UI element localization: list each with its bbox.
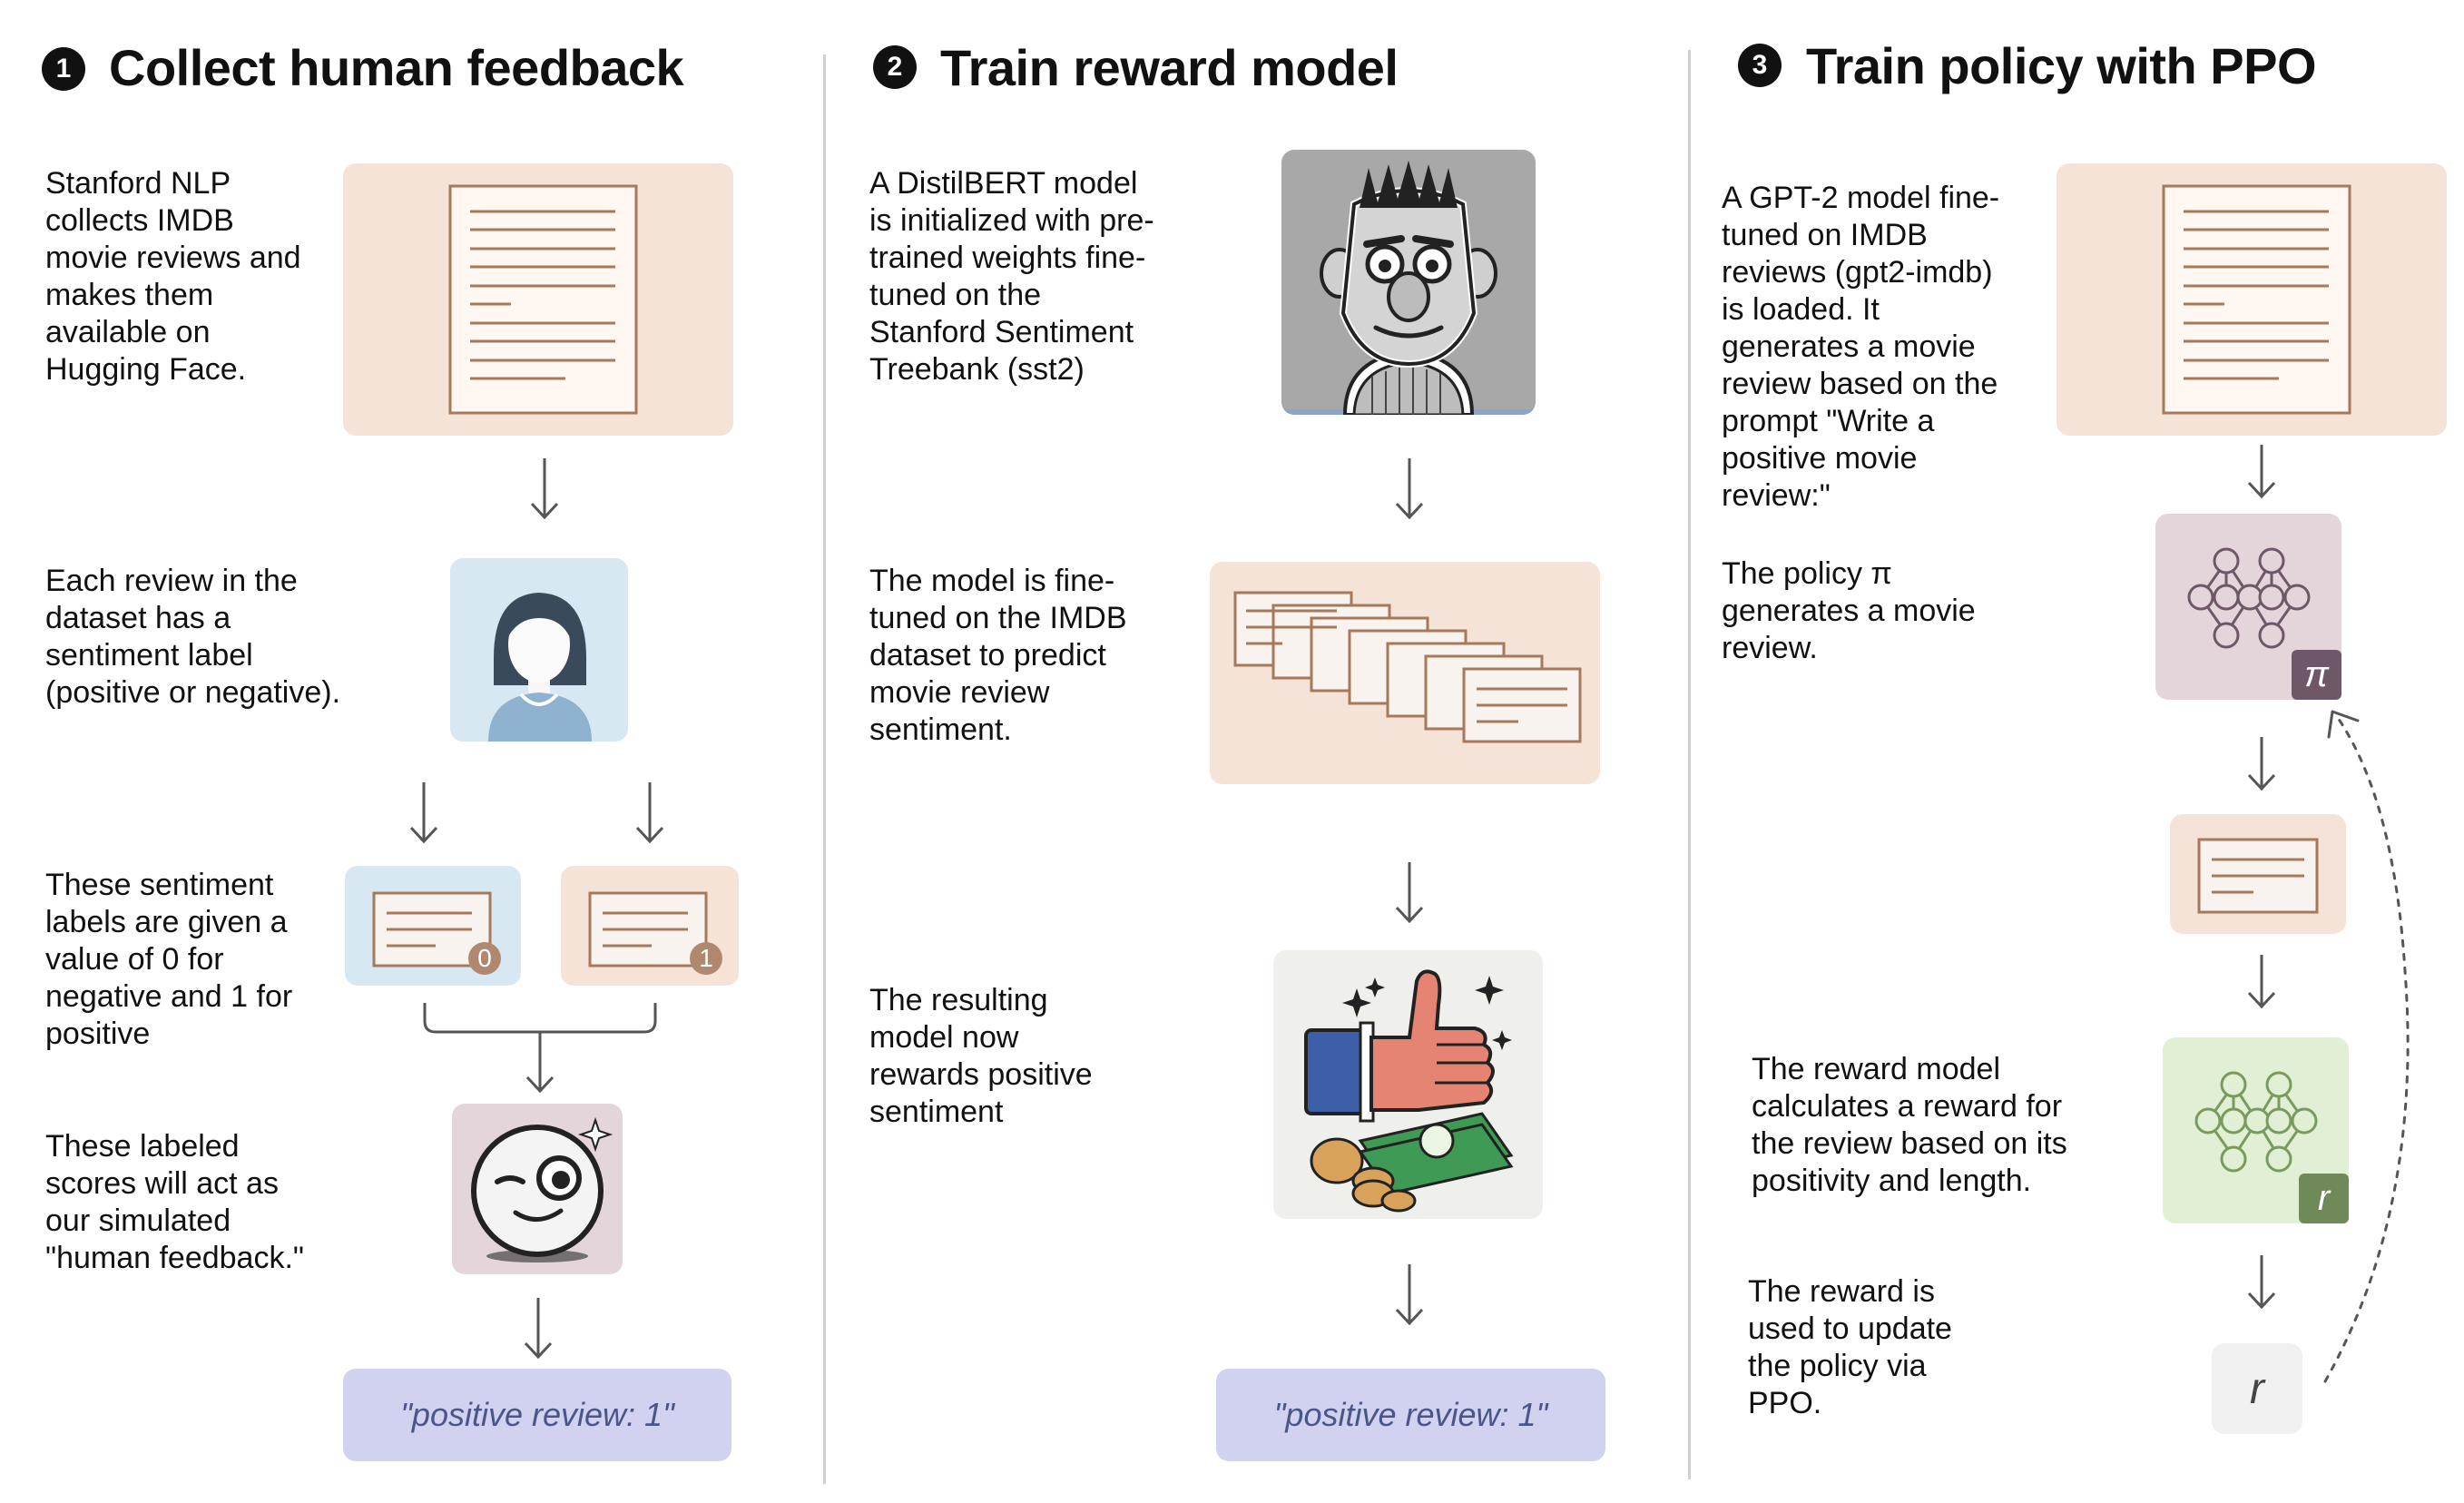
cartoon-character-icon (1281, 161, 1536, 415)
reward-output-symbol: r (2250, 1364, 2264, 1413)
step-number-badge: 3 (1738, 44, 1782, 87)
winking-face-icon (471, 1116, 614, 1262)
generated-review-card (2170, 814, 2346, 934)
down-arrow-icon (635, 782, 664, 844)
down-arrow-icon (524, 1298, 553, 1360)
policy-network-card: π (2155, 514, 2341, 700)
column-divider-2 (1688, 50, 1691, 1479)
output-label-text: "positive review: 1" (400, 1396, 674, 1433)
step-number-badge: 2 (873, 45, 917, 89)
step-description: The reward model calculates a reward for… (1752, 1052, 2067, 1198)
down-arrow-icon (2247, 955, 2276, 1009)
reward-illustration-card (1273, 950, 1543, 1219)
label-value-badge: 0 (477, 944, 492, 972)
thumbs-up-money-icon (1304, 969, 1514, 1213)
step-description: The model is fine-tuned on the IMDB data… (869, 564, 1127, 747)
reward-network-card: r (2163, 1037, 2349, 1223)
reward-symbol: r (2317, 1178, 2331, 1218)
document-icon (2162, 184, 2351, 415)
down-arrow-icon (2247, 737, 2276, 791)
merge-arrow-icon (423, 1003, 657, 1094)
annotator-person-card (450, 558, 628, 742)
down-arrow-icon (409, 782, 438, 844)
reward-output-card: r (2212, 1343, 2302, 1434)
output-label-pill: "positive review: 1" (1216, 1369, 1605, 1461)
column-title: Train reward model (940, 39, 1399, 96)
down-arrow-icon (1395, 862, 1424, 924)
step-description: A GPT-2 model fine-tuned on IMDB reviews… (1722, 181, 2000, 513)
positive-label-card: 1 (561, 866, 739, 986)
step-description: These labeled scores will act as our sim… (45, 1129, 304, 1275)
step-description: These sentiment labels are given a value… (45, 868, 293, 1051)
down-arrow-icon (1395, 458, 1424, 520)
output-label-text: "positive review: 1" (1273, 1396, 1548, 1433)
label-document-icon (372, 891, 501, 975)
column-title: Collect human feedback (109, 39, 684, 96)
policy-symbol: π (2304, 654, 2329, 694)
label-value-badge: 1 (699, 944, 713, 972)
step-description: A DistilBERT model is initialized with p… (869, 166, 1154, 387)
output-label-pill: "positive review: 1" (343, 1369, 731, 1461)
step-description: The policy π generates a movie review. (1722, 556, 1976, 665)
down-arrow-icon (2247, 1255, 2276, 1310)
document-icon (448, 184, 638, 415)
review-document-icon (2197, 838, 2319, 914)
down-arrow-icon (530, 458, 559, 520)
step-description: Each review in the dataset has a sentime… (45, 564, 341, 710)
neural-network-icon (2187, 547, 2341, 700)
step-description: The resulting model now rewards positive… (869, 983, 1093, 1129)
gpt2-document-card (2057, 163, 2447, 436)
neural-network-icon (2194, 1071, 2349, 1223)
person-icon (488, 593, 592, 742)
winking-face-card (452, 1104, 623, 1274)
label-document-icon (588, 891, 722, 975)
distilbert-character-card (1281, 150, 1536, 415)
step-description: Stanford NLP collects IMDB movie reviews… (45, 166, 301, 387)
down-arrow-icon (2247, 445, 2276, 499)
negative-label-card: 0 (345, 866, 521, 986)
imdb-dataset-card (1210, 562, 1600, 784)
dataset-document-card (343, 163, 733, 436)
down-arrow-icon (1395, 1264, 1424, 1326)
dotted-curved-arrow-icon (2323, 710, 2410, 1383)
step-description: The reward is used to update the policy … (1748, 1274, 1952, 1420)
column-title: Train policy with PPO (1806, 37, 2317, 94)
step-number-badge: 1 (42, 47, 85, 91)
column-divider-1 (823, 54, 826, 1484)
document-stack-icon (1233, 591, 1582, 743)
